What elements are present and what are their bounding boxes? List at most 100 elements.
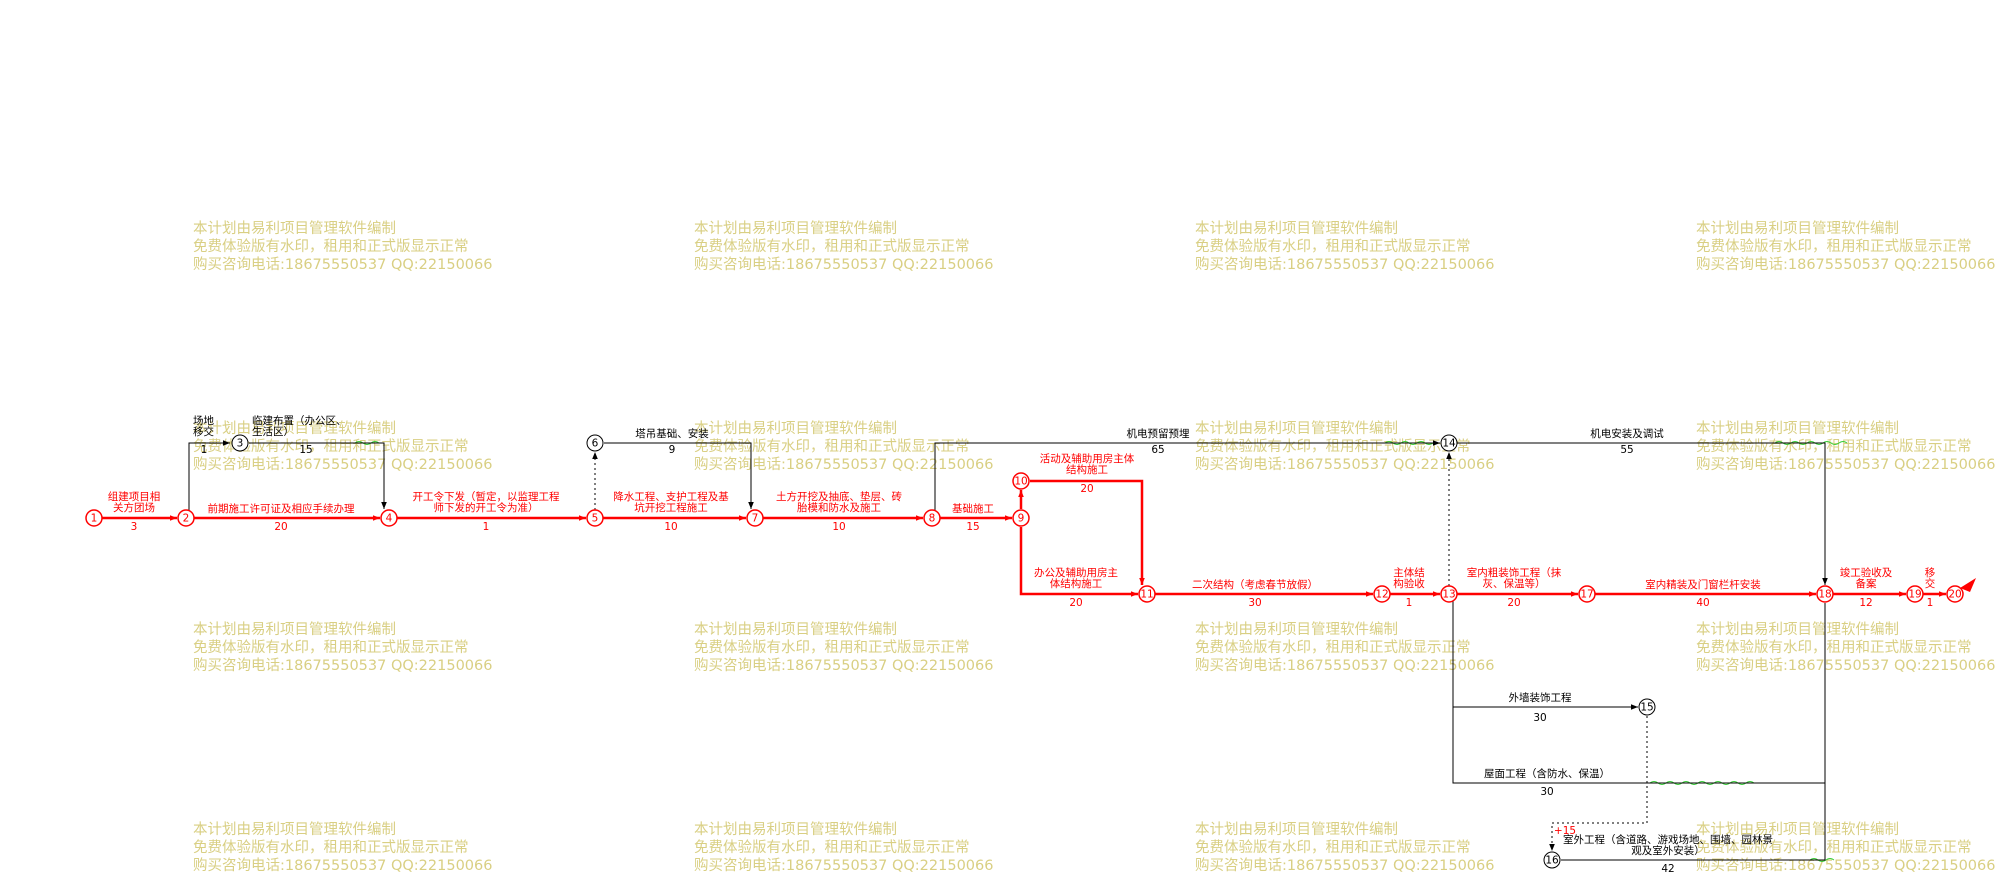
node-number: 4: [386, 513, 393, 525]
activity-name: 关方团场: [113, 501, 155, 514]
event-node-9: 9: [1012, 509, 1030, 527]
watermark-text: 本计划由易利项目管理软件编制: [193, 621, 396, 638]
event-node-5: 5: [586, 509, 604, 527]
activity-name: 前期施工许可证及相应手续办理: [208, 502, 355, 515]
event-node-11: 11: [1138, 585, 1156, 603]
watermark-text: 免费体验版有水印，租用和正式版显示正常: [193, 438, 469, 455]
activity-duration: 20: [1069, 597, 1082, 609]
watermark-text: 购买咨询电话:18675550537 QQ:22150066: [193, 456, 493, 473]
activity-duration: 1: [201, 444, 208, 456]
activity-13-15: 外墙装饰工程 30: [1509, 691, 1572, 724]
watermark-text: 免费体验版有水印，租用和正式版显示正常: [694, 639, 970, 656]
arrow-8-14: [934, 440, 1440, 510]
activity-duration: 10: [664, 521, 677, 533]
watermark-text: 本计划由易利项目管理软件编制: [1195, 821, 1398, 838]
watermark-text: 本计划由易利项目管理软件编制: [193, 220, 396, 237]
watermark-text: 购买咨询电话:18675550537 QQ:22150066: [694, 657, 994, 674]
watermark-text: 免费体验版有水印，租用和正式版显示正常: [193, 839, 469, 856]
arrow-2-3: [188, 440, 230, 510]
watermark-text: 购买咨询电话:18675550537 QQ:22150066: [694, 857, 994, 874]
node-circle: [1816, 585, 1834, 603]
activity-name: 室内粗装饰工程（抹: [1467, 566, 1562, 579]
watermark-text: 免费体验版有水印，租用和正式版显示正常: [1195, 238, 1471, 255]
event-node-3: 3: [231, 434, 249, 452]
activity-name: 临建布置（办公区、: [252, 414, 347, 427]
activity-duration: 15: [966, 521, 979, 533]
node-circle: [1440, 434, 1458, 452]
event-node-15: 15: [1638, 698, 1656, 716]
node-number: 8: [929, 513, 936, 525]
node-circle: [1946, 585, 1964, 603]
node-circle: [746, 509, 764, 527]
watermark-text: 购买咨询电话:18675550537 QQ:22150066: [193, 256, 493, 273]
activity-11-12: 二次结构（考虑春节放假） 30: [1192, 578, 1318, 609]
activity-name: 主体结: [1393, 566, 1425, 579]
event-node-13: 13: [1440, 585, 1458, 603]
watermark-text: 免费体验版有水印，租用和正式版显示正常: [694, 238, 970, 255]
activity-name: 胎模和防水及施工: [797, 501, 881, 514]
activity-duration: 3: [131, 521, 138, 533]
activity-name: 移交: [193, 425, 214, 438]
event-node-1: 1: [85, 509, 103, 527]
node-number: 7: [752, 513, 759, 525]
activity-13-17: 室内粗装饰工程（抹灰、保温等） 20: [1467, 566, 1562, 609]
activity-name: 降水工程、支护工程及基: [613, 490, 729, 503]
activity-duration: 30: [1533, 712, 1546, 724]
watermark-text: 购买咨询电话:18675550537 QQ:22150066: [1696, 657, 1996, 674]
event-node-20: 20: [1946, 585, 1964, 603]
activity-name: 基础施工: [952, 502, 994, 515]
node-circle: [380, 509, 398, 527]
watermark-text: 免费体验版有水印，租用和正式版显示正常: [1195, 639, 1471, 656]
activity-name: 场地: [193, 414, 214, 427]
node-circle: [586, 509, 604, 527]
float-wave-16-18: [1809, 858, 1835, 862]
activity-name: 坑开挖工程施工: [634, 501, 708, 514]
activity-duration: 10: [832, 521, 845, 533]
node-circle: [1638, 698, 1656, 716]
event-node-14: 14: [1440, 434, 1458, 452]
activity-name: 外墙装饰工程: [1509, 691, 1572, 704]
activity-duration: 30: [1540, 786, 1553, 798]
watermark-text: 本计划由易利项目管理软件编制: [1696, 621, 1899, 638]
node-circle: [586, 434, 604, 452]
node-number: 12: [1375, 589, 1388, 601]
activity-name: 土方开挖及抽底、垫层、砖: [776, 490, 902, 503]
watermark-text: 免费体验版有水印，租用和正式版显示正常: [1696, 639, 1972, 656]
activity-name: 机电预留预埋: [1127, 427, 1190, 440]
watermark-layer: 本计划由易利项目管理软件编制免费体验版有水印，租用和正式版显示正常购买咨询电话:…: [193, 220, 1996, 874]
dummy-15-16: [1549, 716, 1648, 851]
event-node-6: 6: [586, 434, 604, 452]
activity-duration: 65: [1151, 444, 1164, 456]
event-node-10: 10: [1012, 472, 1030, 490]
node-number: 15: [1640, 702, 1653, 714]
activity-name: 竣工验收及: [1840, 566, 1893, 579]
watermark-text: 本计划由易利项目管理软件编制: [694, 420, 897, 437]
watermark-text: 购买咨询电话:18675550537 QQ:22150066: [1195, 857, 1495, 874]
node-number: 14: [1442, 438, 1456, 450]
watermark-text: 购买咨询电话:18675550537 QQ:22150066: [193, 857, 493, 874]
watermark-text: 本计划由易利项目管理软件编制: [1195, 621, 1398, 638]
arrow-14-18: [1457, 442, 1828, 585]
activity-name: 移: [1925, 566, 1936, 579]
activity-duration: 30: [1248, 597, 1261, 609]
node-number: 10: [1014, 476, 1027, 488]
activity-name: 构验收: [1393, 577, 1425, 590]
node-number: 3: [237, 438, 244, 450]
node-circle: [923, 509, 941, 527]
node-number: 17: [1580, 589, 1593, 601]
activity-name: 交: [1925, 577, 1936, 590]
watermark-text: 本计划由易利项目管理软件编制: [1195, 220, 1398, 237]
activity-duration: 20: [1507, 597, 1520, 609]
activity-name: 二次结构（考虑春节放假）: [1192, 578, 1318, 591]
activity-name: 开工令下发（暂定，以监理工程: [413, 490, 560, 503]
float-wave-3-4: [354, 441, 380, 445]
event-node-19: 19: [1906, 585, 1924, 603]
activity-name: 灰、保温等）: [1483, 577, 1546, 590]
